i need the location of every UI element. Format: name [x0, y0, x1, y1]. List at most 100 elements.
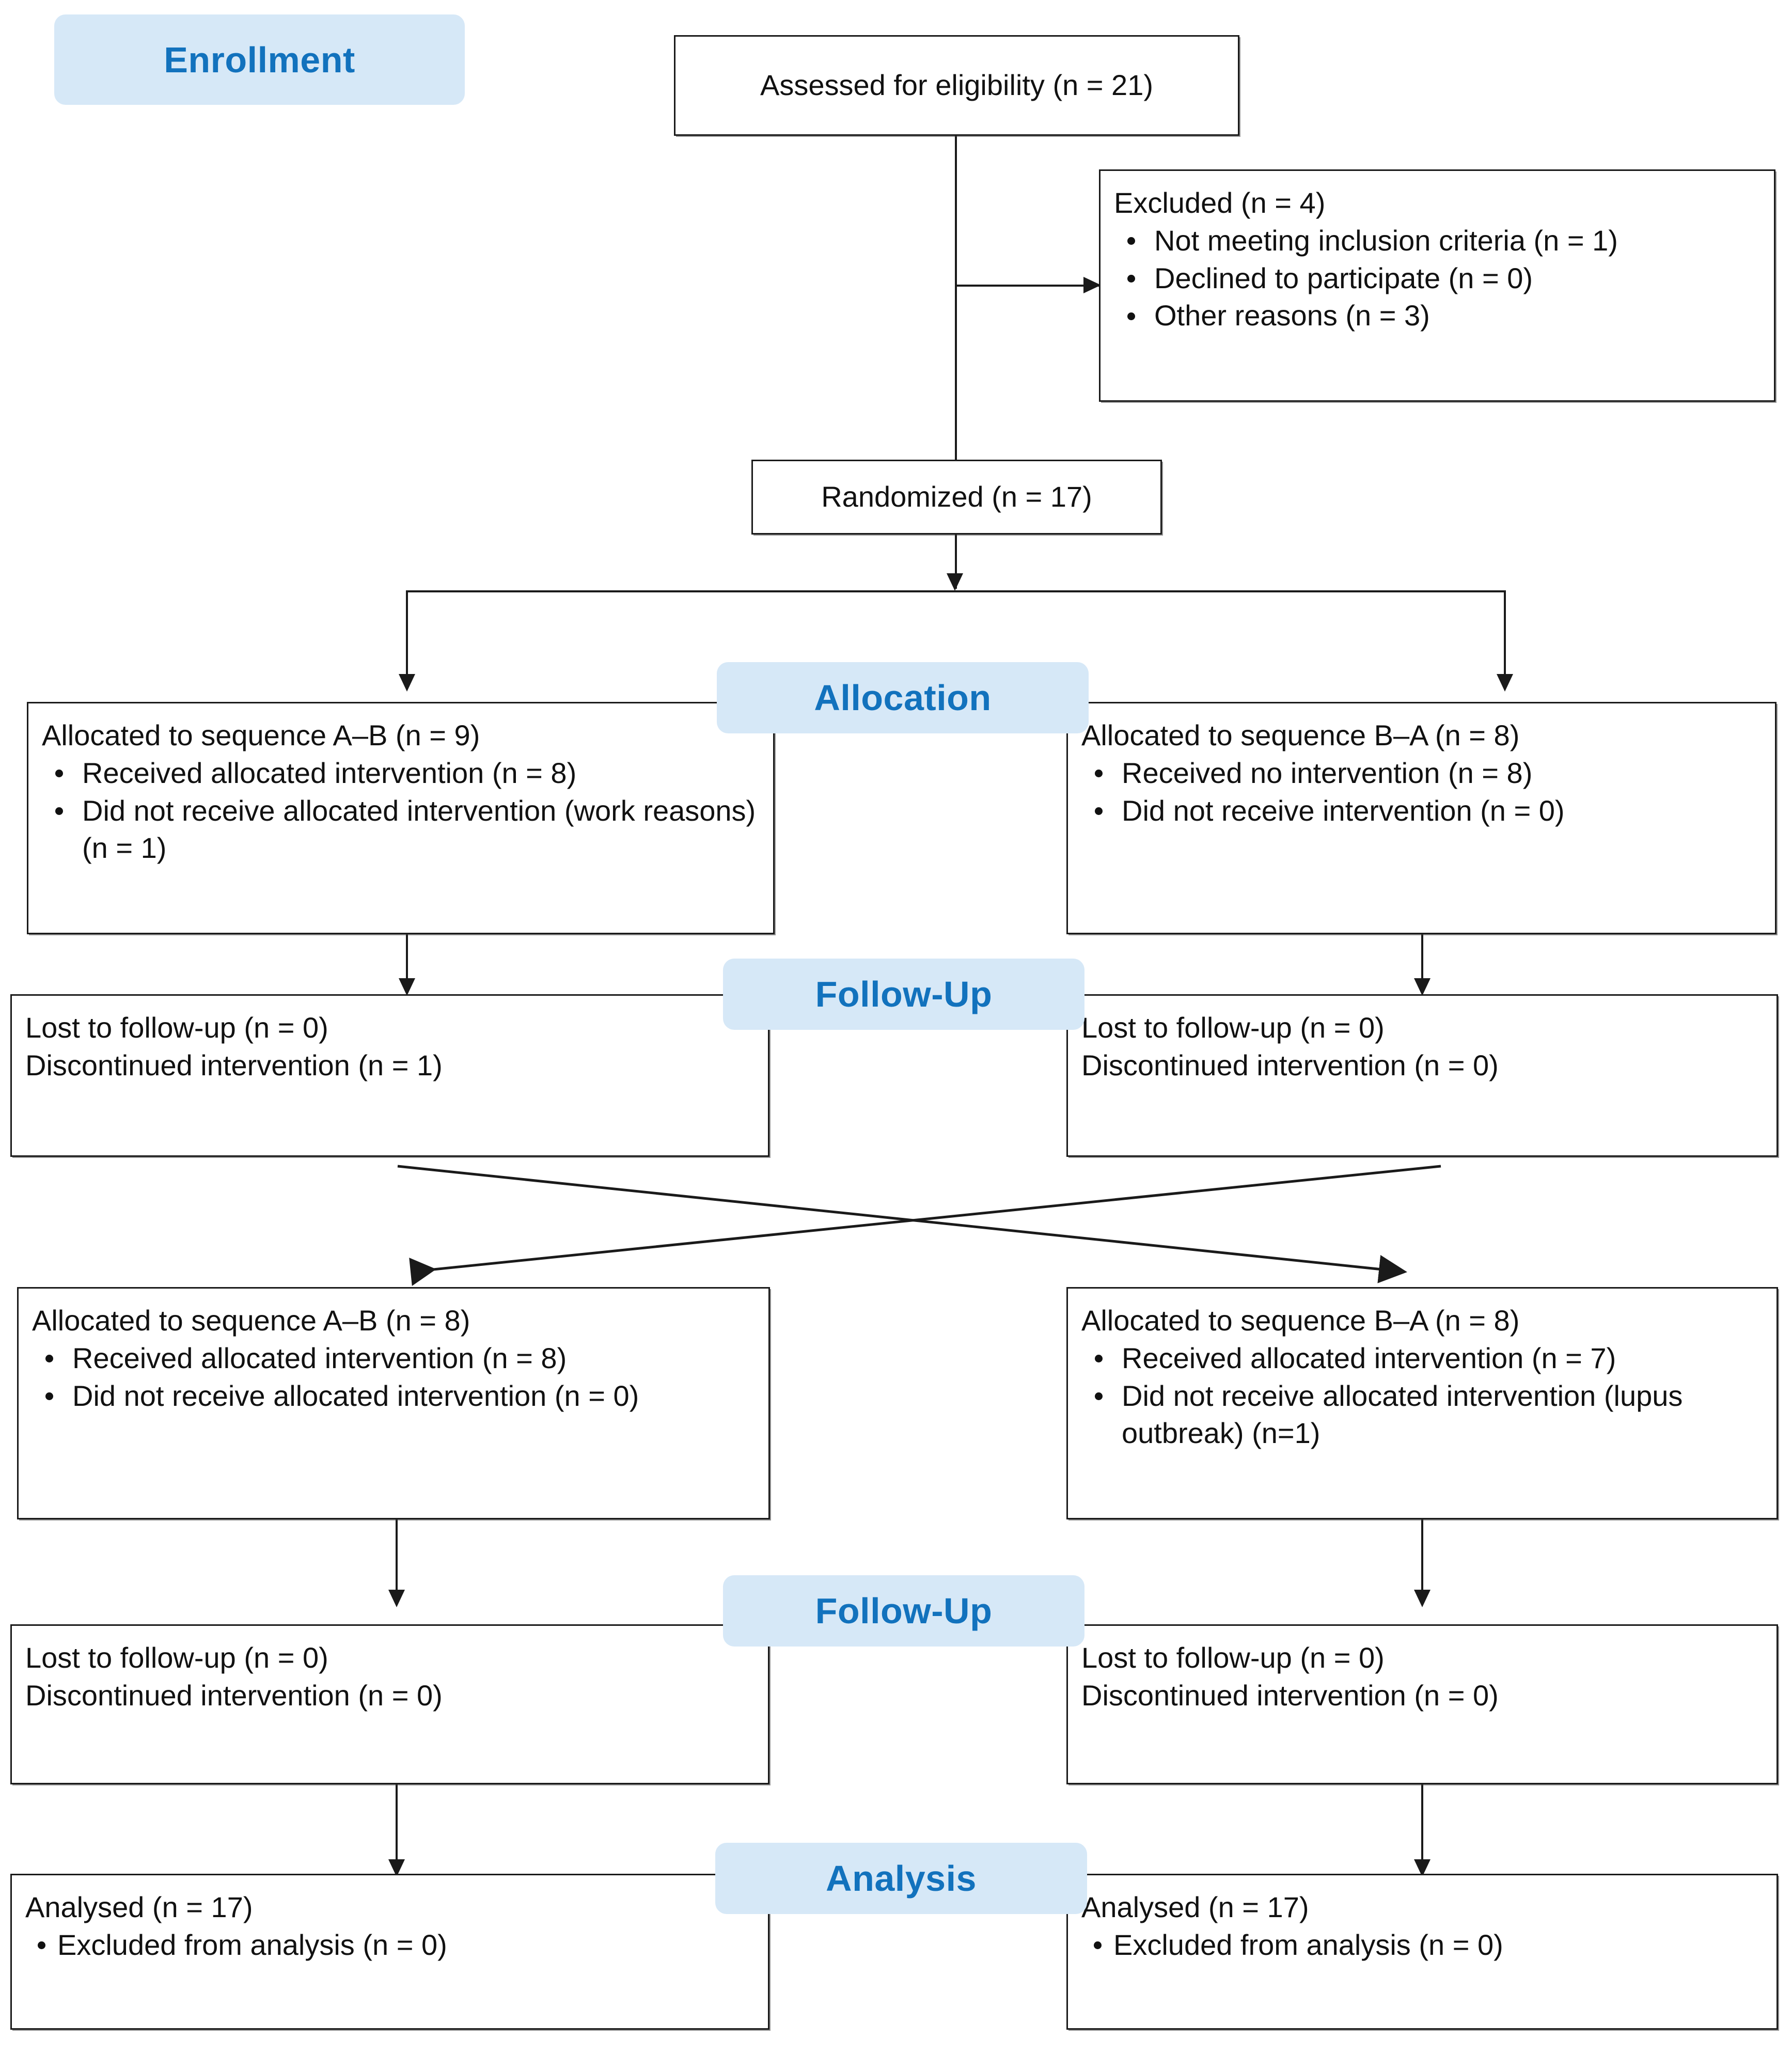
bullet-icon — [55, 769, 63, 777]
list-item: Received allocated intervention (n = 8) — [42, 755, 760, 792]
list-item: Did not receive allocated intervention (… — [32, 1377, 755, 1415]
bullet-icon — [1127, 274, 1135, 283]
list-item: Did not receive allocated intervention (… — [42, 792, 760, 868]
excluded-reason-text: Declined to participate (n = 0) — [1154, 261, 1533, 294]
allocation-item-text: Received allocated intervention (n = 7) — [1122, 1341, 1616, 1374]
list-item: Received allocated intervention (n = 7) — [1081, 1340, 1763, 1377]
allocation-item-text: Received no intervention (n = 8) — [1122, 756, 1533, 789]
allocation-item-text: Did not receive intervention (n = 0) — [1122, 794, 1565, 827]
allocation-item-text: Received allocated intervention (n = 8) — [72, 1341, 567, 1374]
connector-randomized-down — [955, 535, 957, 589]
followup-period1-right-line-2: Discontinued intervention (n = 0) — [1081, 1048, 1499, 1081]
analysis-item-text: Excluded from analysis (n = 0) — [57, 1928, 447, 1961]
randomized-text: Randomized (n = 17) — [821, 480, 1092, 513]
followup-period1-right-box: Lost to follow-up (n = 0) Discontinued i… — [1066, 994, 1778, 1157]
followup-period1-left-line-2: Discontinued intervention (n = 1) — [25, 1048, 443, 1081]
connector-alloc1-left-to-fu1 — [406, 934, 408, 994]
stage-label-enrollment-text: Enrollment — [164, 39, 355, 80]
excluded-header: Excluded (n = 4) — [1114, 186, 1326, 219]
stage-label-followup-2: Follow-Up — [723, 1575, 1084, 1647]
arrowhead-fu1-right — [1414, 978, 1431, 996]
stage-label-followup-2-text: Follow-Up — [815, 1591, 993, 1631]
list-item: Received allocated intervention (n = 8) — [32, 1340, 755, 1377]
followup-period1-right-line-1: Lost to follow-up (n = 0) — [1081, 1011, 1385, 1044]
followup-period1-left-box: Lost to follow-up (n = 0) Discontinued i… — [10, 994, 769, 1157]
analysis-left-list: Excluded from analysis (n = 0) — [25, 1926, 754, 1964]
crossover-arrows — [397, 1165, 1441, 1286]
bullet-icon — [1095, 769, 1103, 777]
list-item: Other reasons (n = 3) — [1114, 297, 1760, 335]
analysis-item-text: Excluded from analysis (n = 0) — [1113, 1928, 1503, 1961]
followup-period2-right-line-2: Discontinued intervention (n = 0) — [1081, 1679, 1499, 1712]
connector-fu2-right-to-analysis — [1421, 1784, 1423, 1867]
bullet-icon — [45, 1354, 53, 1362]
excluded-box: Excluded (n = 4) Not meeting inclusion c… — [1099, 169, 1775, 402]
allocation-period1-left-box: Allocated to sequence A–B (n = 9) Receiv… — [27, 702, 775, 934]
allocation-period2-right-header: Allocated to sequence B–A (n = 8) — [1081, 1304, 1520, 1337]
connector-alloc2-right-to-fu2 — [1421, 1519, 1423, 1600]
bullet-icon — [1095, 1392, 1103, 1400]
randomized-box: Randomized (n = 17) — [751, 460, 1162, 535]
followup-period2-right-line-1: Lost to follow-up (n = 0) — [1081, 1641, 1385, 1674]
arrowhead-fu2-right — [1414, 1590, 1431, 1607]
allocation-period1-right-box: Allocated to sequence B–A (n = 8) Receiv… — [1066, 702, 1777, 934]
stage-label-allocation: Allocation — [717, 662, 1089, 733]
list-item: Not meeting inclusion criteria (n = 1) — [1114, 222, 1760, 260]
list-item: Declined to participate (n = 0) — [1114, 260, 1760, 297]
arrowhead-randomized-split — [947, 573, 963, 591]
stage-label-allocation-text: Allocation — [814, 678, 992, 718]
bullet-icon — [1095, 1354, 1103, 1362]
followup-period2-left-box: Lost to follow-up (n = 0) Discontinued i… — [10, 1624, 769, 1784]
analysis-right-box: Analysed (n = 17) Excluded from analysis… — [1066, 1874, 1778, 2030]
allocation-period2-right-box: Allocated to sequence B–A (n = 8) Receiv… — [1066, 1287, 1778, 1519]
bullet-icon — [55, 807, 63, 815]
excluded-reason-text: Not meeting inclusion criteria (n = 1) — [1154, 224, 1618, 257]
stage-label-enrollment: Enrollment — [54, 14, 465, 105]
analysis-left-box: Analysed (n = 17) Excluded from analysis… — [10, 1874, 769, 2030]
list-item: Did not receive intervention (n = 0) — [1081, 792, 1762, 830]
analysis-left-header: Analysed (n = 17) — [25, 1891, 253, 1923]
allocation-period1-right-list: Received no intervention (n = 8) Did not… — [1081, 755, 1762, 830]
allocation-period1-left-list: Received allocated intervention (n = 8) … — [42, 755, 760, 867]
analysis-right-list: Excluded from analysis (n = 0) — [1081, 1926, 1763, 1964]
list-item: Excluded from analysis (n = 0) — [1081, 1926, 1763, 1964]
arrowhead-alloc-left — [399, 674, 415, 692]
allocation-period2-right-list: Received allocated intervention (n = 7) … — [1081, 1340, 1763, 1452]
allocation-period2-left-header: Allocated to sequence A–B (n = 8) — [32, 1304, 470, 1337]
connector-alloc2-left-to-fu2 — [396, 1519, 398, 1600]
list-item: Excluded from analysis (n = 0) — [25, 1926, 754, 1964]
arrowhead-to-excluded — [1083, 277, 1101, 293]
bullet-icon — [38, 1941, 45, 1949]
followup-period2-left-line-1: Lost to follow-up (n = 0) — [25, 1641, 328, 1674]
assessed-for-eligibility-box: Assessed for eligibility (n = 21) — [674, 35, 1239, 136]
connector-fu2-left-to-analysis — [396, 1784, 398, 1867]
connector-assessed-to-randomized — [955, 136, 957, 461]
connector-alloc1-right-to-fu1 — [1421, 934, 1423, 994]
allocation-item-text: Did not receive allocated intervention (… — [1122, 1379, 1683, 1450]
followup-period2-right-box: Lost to follow-up (n = 0) Discontinued i… — [1066, 1624, 1778, 1784]
stage-label-followup-1: Follow-Up — [723, 959, 1084, 1030]
stage-label-analysis: Analysis — [715, 1843, 1087, 1914]
assessed-for-eligibility-text: Assessed for eligibility (n = 21) — [760, 69, 1153, 102]
allocation-period2-left-box: Allocated to sequence A–B (n = 8) Receiv… — [17, 1287, 770, 1519]
list-item: Did not receive allocated intervention (… — [1081, 1377, 1763, 1453]
arrowhead-alloc-right — [1497, 674, 1513, 692]
stage-label-analysis-text: Analysis — [826, 1858, 977, 1899]
allocation-period2-left-list: Received allocated intervention (n = 8) … — [32, 1340, 755, 1415]
connector-split-left — [406, 590, 408, 689]
allocation-period1-left-header: Allocated to sequence A–B (n = 9) — [42, 719, 480, 751]
arrowhead-fu1-left — [399, 978, 415, 996]
connector-assessed-to-excluded — [956, 285, 1101, 287]
bullet-icon — [45, 1392, 53, 1400]
stage-label-followup-1-text: Follow-Up — [815, 974, 993, 1014]
allocation-period1-right-header: Allocated to sequence B–A (n = 8) — [1081, 719, 1520, 751]
excluded-reason-list: Not meeting inclusion criteria (n = 1) D… — [1114, 222, 1760, 335]
excluded-reason-text: Other reasons (n = 3) — [1154, 299, 1430, 332]
connector-split-right — [1504, 590, 1506, 689]
followup-period2-left-line-2: Discontinued intervention (n = 0) — [25, 1679, 443, 1712]
arrowhead-fu2-left — [388, 1590, 405, 1607]
allocation-item-text: Did not receive allocated intervention (… — [72, 1379, 639, 1412]
bullet-icon — [1127, 312, 1135, 320]
bullet-icon — [1094, 1941, 1102, 1949]
